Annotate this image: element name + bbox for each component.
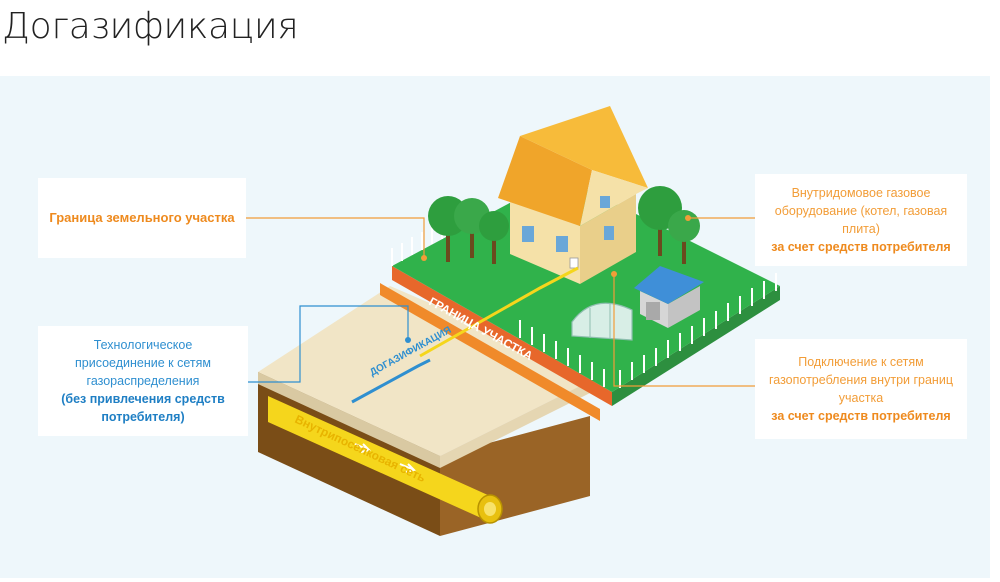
dogasification-pipe — [351, 358, 431, 404]
plot-edge-side — [612, 286, 780, 406]
trees — [428, 186, 700, 264]
connection-inside-emphasis: за счет средств потребителя — [771, 409, 951, 423]
sand-edge — [258, 372, 440, 468]
greenhouse — [571, 302, 633, 341]
plot-edge-front — [392, 266, 612, 406]
sand-top — [258, 286, 600, 456]
flow-arrow-2 — [399, 463, 416, 473]
diagram-panel: ГРАНИЦА УЧАСТКА ДОГАЗИФИКАЦИЯ Внутрипосе… — [0, 76, 990, 578]
garage — [634, 266, 704, 328]
network-pipe — [268, 396, 490, 522]
house-front-wall — [510, 196, 580, 284]
flow-arrow-1 — [354, 443, 371, 453]
land-plot — [380, 106, 780, 421]
house — [498, 106, 648, 284]
tech-connection-label: Технологическое присоединение к сетям га… — [38, 326, 248, 436]
sand-edge-side — [440, 376, 600, 468]
land-boundary-label: Граница земельного участка — [38, 178, 246, 258]
garage-roof — [634, 266, 704, 304]
house-window-2 — [556, 236, 568, 252]
land-boundary-text: Граница земельного участка — [49, 210, 235, 225]
house-gable — [580, 170, 648, 226]
garage-side — [668, 286, 700, 328]
tech-connection-text: Технологическое присоединение к сетям га… — [75, 338, 211, 388]
indoor-equipment-emphasis: за счет средств потребителя — [771, 240, 951, 254]
underground-network — [258, 286, 600, 536]
house-window-4 — [600, 196, 610, 208]
greenhouse-body — [571, 302, 633, 341]
callout-lines — [246, 215, 755, 387]
gasification-scene: ГРАНИЦА УЧАСТКА ДОГАЗИФИКАЦИЯ Внутрипосе… — [246, 106, 780, 536]
fence — [391, 221, 777, 388]
connection-inside-text: Подключение к сетям газопотребления внут… — [769, 355, 953, 405]
pipe-end-inner — [484, 502, 496, 516]
house-roof-left — [498, 136, 592, 226]
indoor-equipment-text: Внутридомовое газовое оборудование (коте… — [774, 186, 948, 236]
house-roof-right — [520, 106, 648, 188]
garage-door — [646, 302, 660, 320]
page-title: Догазификация — [2, 6, 299, 47]
gas-meter — [569, 257, 579, 269]
house-window-1 — [522, 226, 534, 242]
indoor-equipment-label: Внутридомовое газовое оборудование (коте… — [755, 174, 967, 266]
connection-inside-label: Подключение к сетям газопотребления внут… — [755, 339, 967, 439]
boundary-strip — [380, 283, 600, 421]
tech-connection-emphasis: (без привлечения средств потребителя) — [61, 392, 225, 424]
house-window-3 — [604, 226, 614, 240]
plot-gas-line — [419, 266, 579, 358]
